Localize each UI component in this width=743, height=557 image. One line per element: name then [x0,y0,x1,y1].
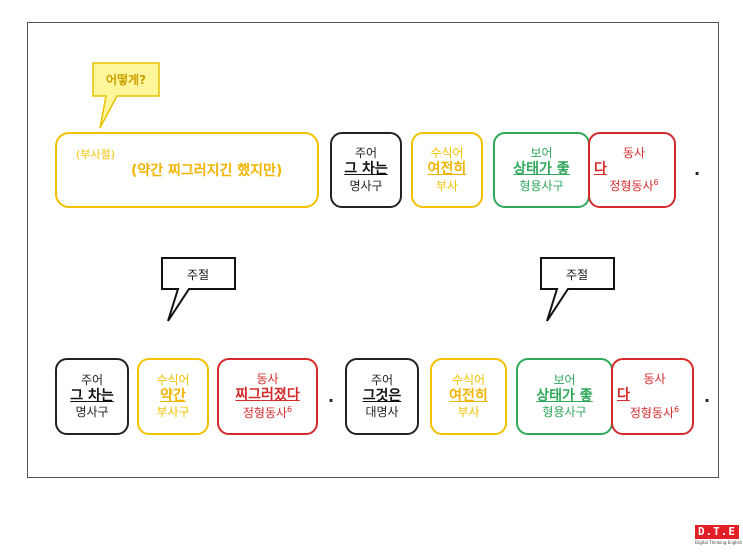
adverbial-callout-bubble [92,62,160,129]
bottom-complement-box: 보어 상태가 좋 형용사구 [516,358,613,435]
pos-label: 정형동사6 [609,178,659,194]
bottom-period-1: . [328,387,335,406]
word-text: 그 차는 [344,161,388,178]
word-text: 그것은 [362,387,402,404]
pos-label: 정형동사6 [629,404,680,420]
top-period: . [694,160,701,179]
main-clause-callout-bubble-2 [540,257,615,322]
pos-label: 부사 [435,178,459,193]
word-text: 여전히 [449,387,488,404]
word-text: 다 [617,387,630,404]
pos-label: 부사 [457,405,480,420]
role-label: 주어 [370,372,394,387]
pos-label: 부사구 [156,405,190,420]
logo-caption: Digital Thinking English [695,540,743,545]
logo-letters: D.T.E [695,525,739,539]
role-label: 수식어 [156,372,190,387]
role-label: 보어 [553,372,576,387]
main-clause-callout-text-2: 주절 [565,268,589,282]
bottom-modifier-box-1: 수식어 약간 부사구 [137,358,209,435]
adverbial-callout-text: 어떻게? [105,73,147,87]
role-label: 수식어 [451,372,486,387]
bottom-subject-box-1: 주어 그 차는 명사구 [55,358,129,435]
word-text: 그 차는 [70,387,114,404]
top-complement-box: 보어 상태가 좋 형용사구 [493,132,590,208]
top-subject-box: 주어 그 차는 명사구 [330,132,402,208]
role-label: 동사 [256,372,279,387]
bottom-period-2: . [704,387,711,406]
word-text: 약간 [160,387,186,404]
role-label: 주어 [354,146,378,161]
pos-label: 형용사구 [542,405,587,420]
role-label: 동사 [643,372,666,387]
role-label: 수식어 [430,146,464,161]
top-verb-box: 동사 다 정형동사6 [588,132,676,208]
adverbial-clause-text: (약간 찌그러지긴 했지만) [131,163,283,179]
main-clause-callout-text-1: 주절 [186,268,210,282]
role-label: 동사 [622,145,646,160]
bottom-verb-box-1: 동사 찌그러졌다 정형동사6 [217,358,318,435]
pos-label: 명사구 [349,178,383,193]
bottom-modifier-box-2: 수식어 여전히 부사 [430,358,507,435]
pos-label: 정형동사6 [242,404,293,420]
word-text: 다 [594,160,607,177]
word-text: 여전히 [427,161,467,178]
pos-label: 명사구 [75,405,109,420]
dte-logo: D.T.E Digital Thinking English [695,525,743,545]
role-label: 주어 [80,372,104,387]
adverbial-clause-label: (부사절) [76,148,115,161]
word-text: 상태가 좋 [513,161,570,178]
pos-label: 형용사구 [519,178,564,193]
main-clause-callout-bubble-1 [161,257,236,322]
top-modifier-box: 수식어 여전히 부사 [411,132,483,208]
bottom-subject-box-2: 주어 그것은 대명사 [345,358,419,435]
word-text: 상태가 좋 [536,387,593,404]
role-label: 보어 [530,146,553,161]
bottom-verb-box-2: 동사 다 정형동사6 [611,358,694,435]
adverbial-clause-box [55,132,319,208]
word-text: 찌그러졌다 [235,387,300,404]
pos-label: 대명사 [365,405,399,420]
